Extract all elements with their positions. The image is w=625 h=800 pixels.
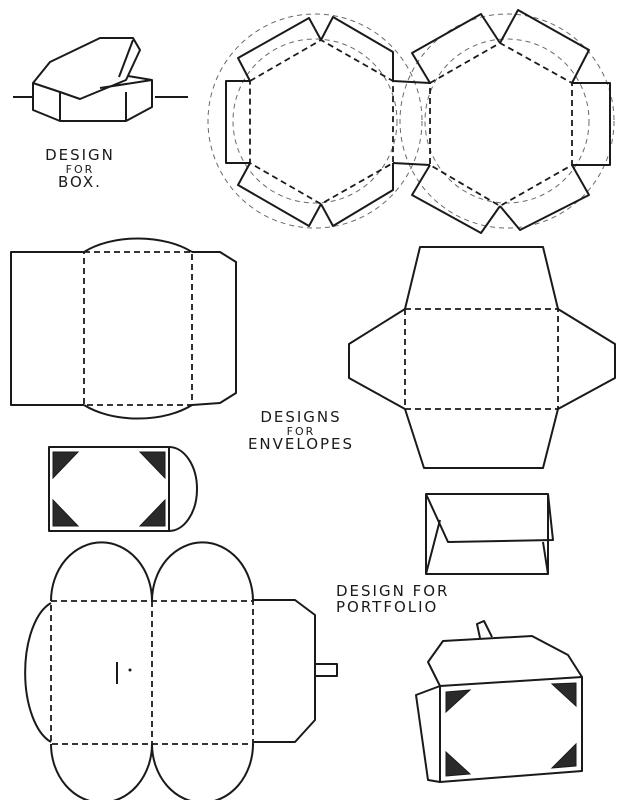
- envelopes-label: DESIGNS FOR ENVELOPES: [226, 408, 376, 454]
- portfolio-label-line2: PORTFOLIO: [336, 597, 439, 616]
- box-label-line1: DESIGN: [45, 146, 115, 164]
- box-label-line2: FOR: [65, 162, 95, 176]
- portfolio-label-line1: DESIGN FOR: [336, 582, 450, 600]
- envelopes-label-line1: DESIGNS: [260, 408, 342, 426]
- envelope-design-left: [10, 237, 237, 420]
- hexagon-box-net: [207, 9, 615, 234]
- box-label: DESIGN FOR BOX.: [40, 146, 120, 192]
- envelopes-label-line2: FOR: [286, 424, 316, 438]
- portfolio-label: DESIGN FOR PORTFOLIO: [336, 582, 466, 616]
- envelope-design-right: [348, 246, 616, 469]
- portfolio-perspective-drawing: [415, 620, 583, 783]
- decorated-envelope: [48, 446, 198, 532]
- portfolio-net: [24, 541, 338, 800]
- envelopes-label-line3: ENVELOPES: [247, 435, 355, 454]
- box-label-line3: BOX.: [58, 173, 102, 192]
- box-perspective-drawing: [13, 37, 188, 122]
- closed-envelope-drawing: [425, 493, 554, 575]
